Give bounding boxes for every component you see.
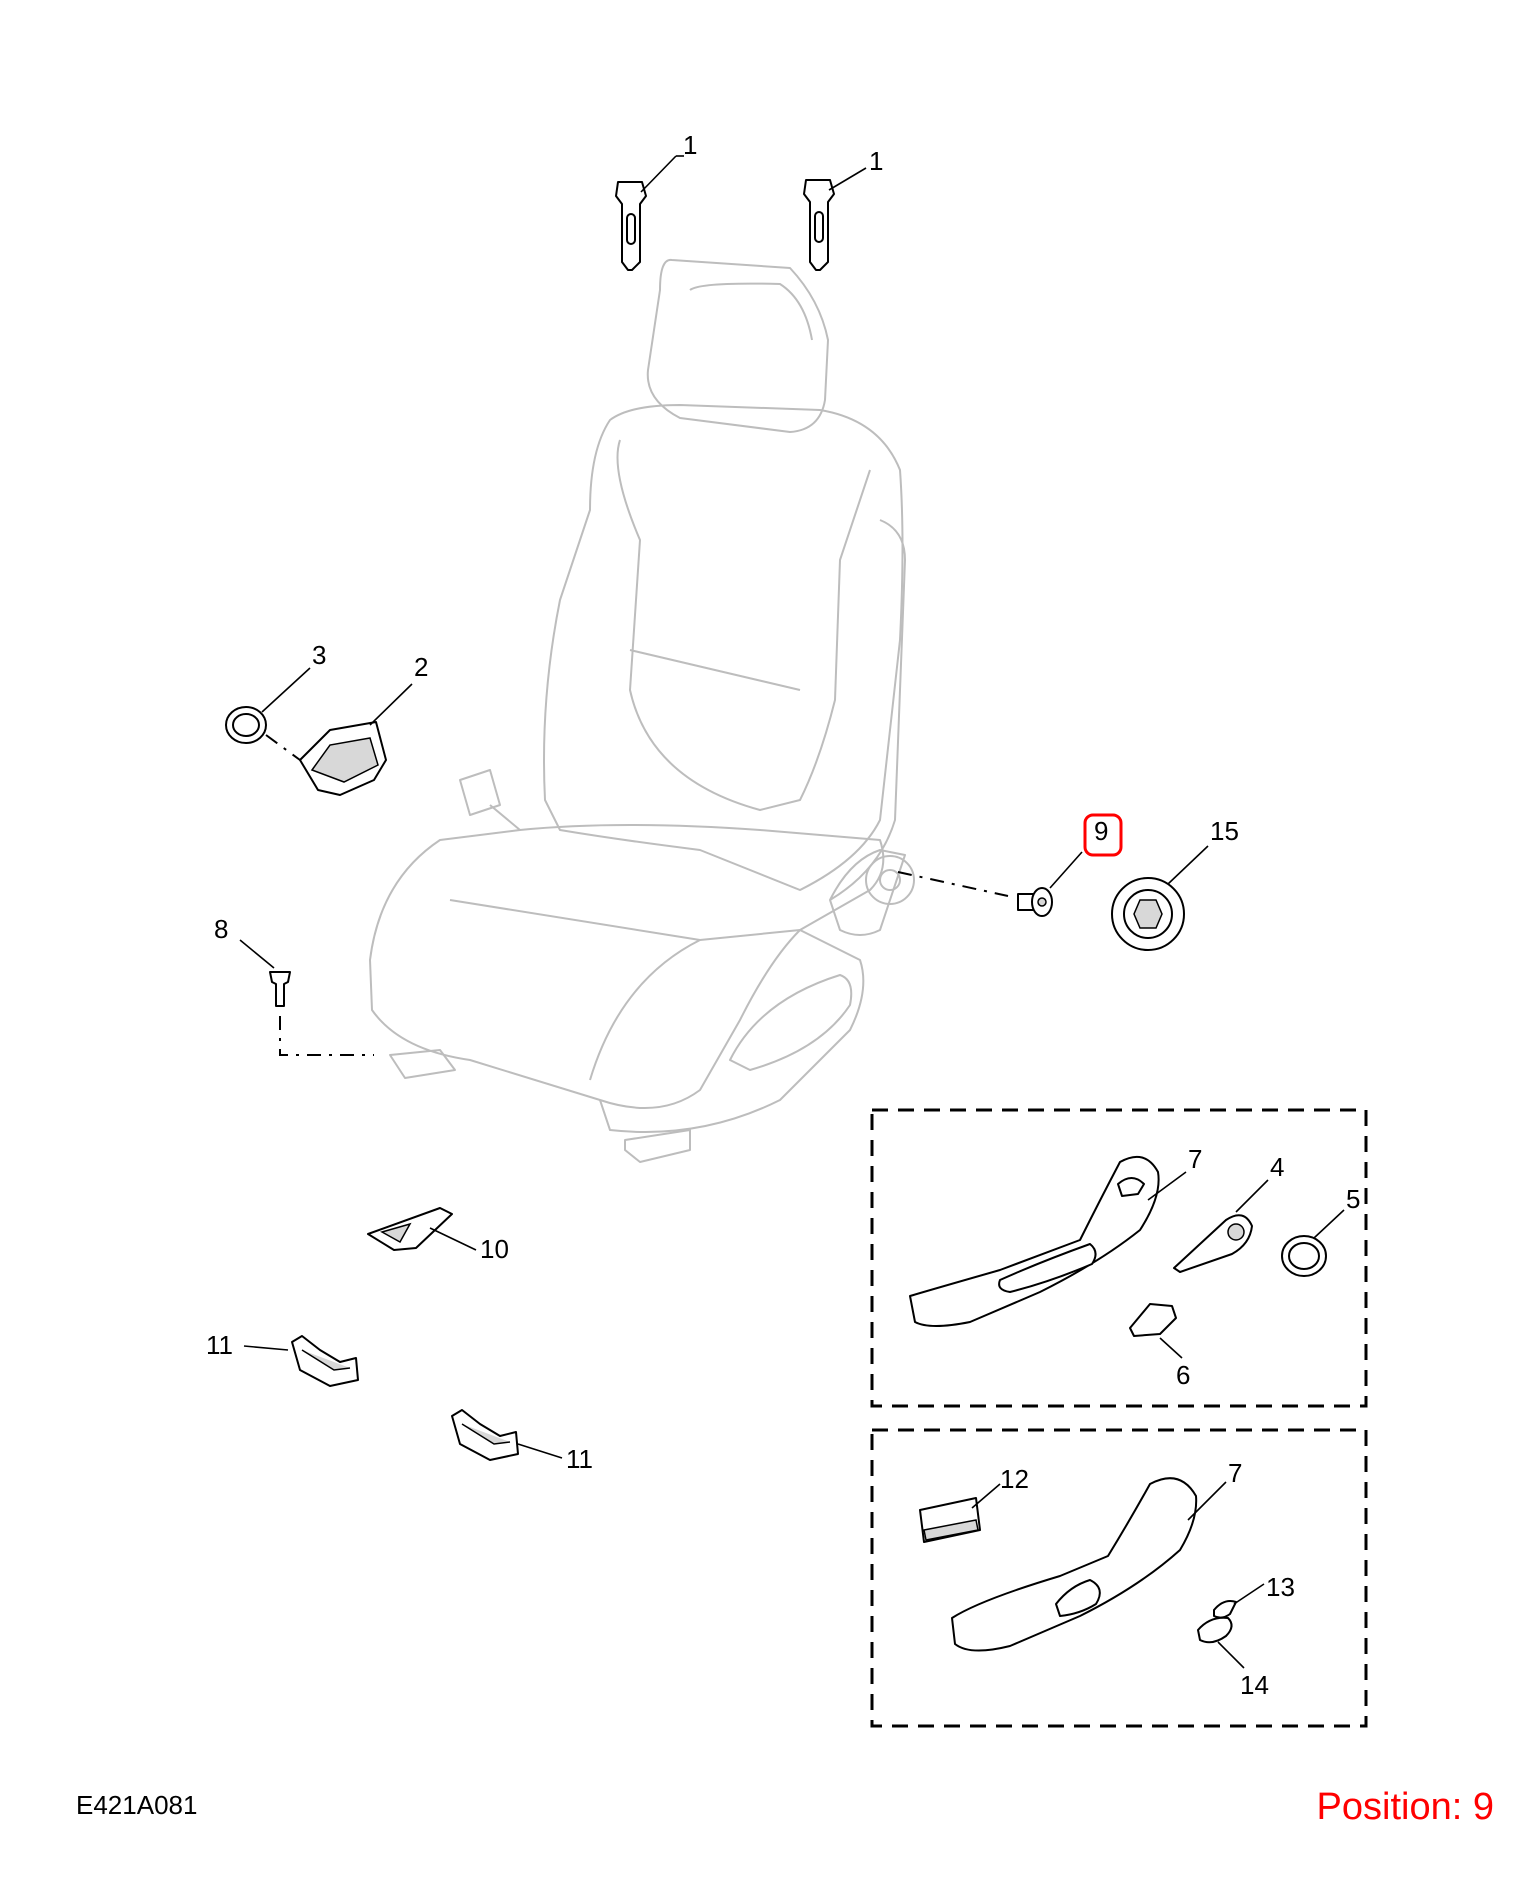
- part-7-trim-manual: [909, 1155, 1187, 1327]
- part-2-cover: [265, 683, 413, 796]
- callout-3: 3: [312, 640, 326, 670]
- part-12-module: [919, 1483, 1001, 1543]
- part-15-cover: [1111, 845, 1209, 951]
- part-11-clip-upper: [243, 1335, 359, 1387]
- callout-1-right: 1: [869, 146, 883, 176]
- part-1-guide-left: [615, 155, 684, 271]
- part-6-knob: [1129, 1303, 1183, 1359]
- callout-7-manual: 7: [1188, 1144, 1202, 1174]
- part-14-bezel: [1197, 1616, 1245, 1669]
- variant-box-power: [870, 1428, 1368, 1728]
- part-5-cap: [1281, 1209, 1345, 1277]
- part-7-trim-power: [951, 1477, 1227, 1652]
- callout-10: 10: [480, 1234, 509, 1264]
- part-9-screw: [897, 851, 1083, 917]
- part-10-trim: [367, 1207, 477, 1251]
- callout-2: 2: [414, 652, 428, 682]
- callout-11-upper: 11: [206, 1330, 233, 1360]
- callout-5: 5: [1346, 1184, 1360, 1214]
- callout-13: 13: [1266, 1572, 1295, 1602]
- callout-4: 4: [1270, 1152, 1284, 1182]
- part-8-bolt: [239, 939, 374, 1056]
- position-indicator: Position: 9: [1316, 1786, 1494, 1828]
- seat-outline: [369, 258, 915, 1163]
- callout-9-highlight: [1083, 813, 1123, 857]
- diagram-code: E421A081: [76, 1790, 198, 1820]
- part-11-clip-lower: [451, 1409, 563, 1461]
- callout-15: 15: [1210, 816, 1239, 846]
- part-1-guide-right: [803, 167, 867, 271]
- callout-11-lower: 11: [566, 1444, 593, 1474]
- callout-1-left: 1: [683, 130, 697, 160]
- part-4-lever: [1173, 1179, 1269, 1273]
- callout-6: 6: [1176, 1360, 1190, 1390]
- callout-14: 14: [1240, 1670, 1269, 1700]
- variant-box-manual: [870, 1108, 1368, 1408]
- part-13-switch: [1213, 1583, 1265, 1619]
- callout-7-power: 7: [1228, 1458, 1242, 1488]
- part-3-cap: [225, 667, 311, 744]
- callout-8: 8: [214, 914, 228, 944]
- callout-12: 12: [1000, 1464, 1029, 1494]
- callout-9: 9: [1094, 816, 1108, 846]
